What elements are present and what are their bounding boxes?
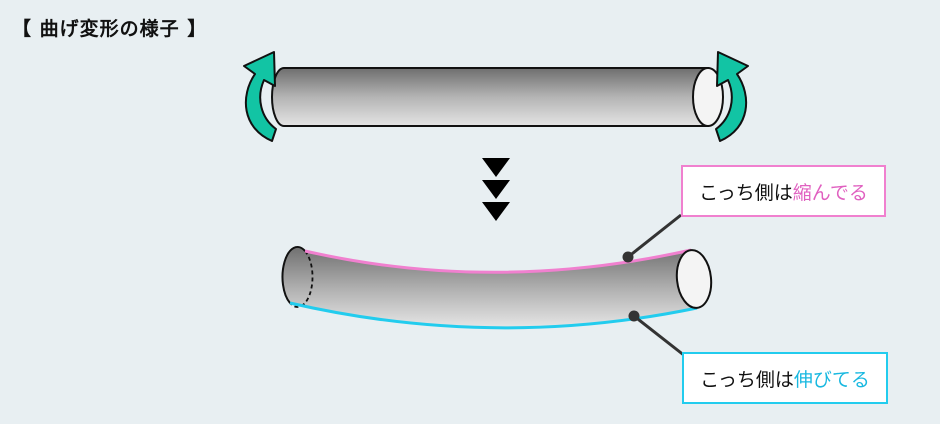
cylinder-end-face [692, 67, 724, 127]
page-title: 【 曲げ変形の様子 】 [12, 18, 208, 40]
callout-compressed-prefix: こっち側は [699, 181, 793, 204]
down-arrows [482, 158, 510, 221]
hidden-edge [289, 250, 314, 308]
compressed-edge [304, 248, 692, 274]
callout-stretched: こっち側は伸びてる [682, 352, 888, 404]
bent-beam [281, 246, 713, 330]
bent-beam-end-face [675, 249, 713, 309]
stretched-edge [289, 301, 698, 330]
callout-compressed-highlight: 縮んでる [792, 181, 868, 204]
down-triangle-icon [482, 158, 510, 177]
cylinder-body [271, 67, 709, 127]
leader-top [622, 213, 682, 263]
down-triangle-icon [482, 180, 510, 199]
callout-stretched-prefix: こっち側は [700, 368, 794, 391]
rotate-left-arrow-icon [243, 51, 277, 142]
callout-stretched-highlight: 伸びてる [793, 368, 870, 391]
rotate-right-arrow-icon [715, 51, 749, 142]
down-triangle-icon [482, 202, 510, 221]
leader-bottom [628, 310, 686, 358]
callout-compressed: こっち側は縮んでる [681, 165, 886, 217]
straight-cylinder [271, 67, 724, 127]
